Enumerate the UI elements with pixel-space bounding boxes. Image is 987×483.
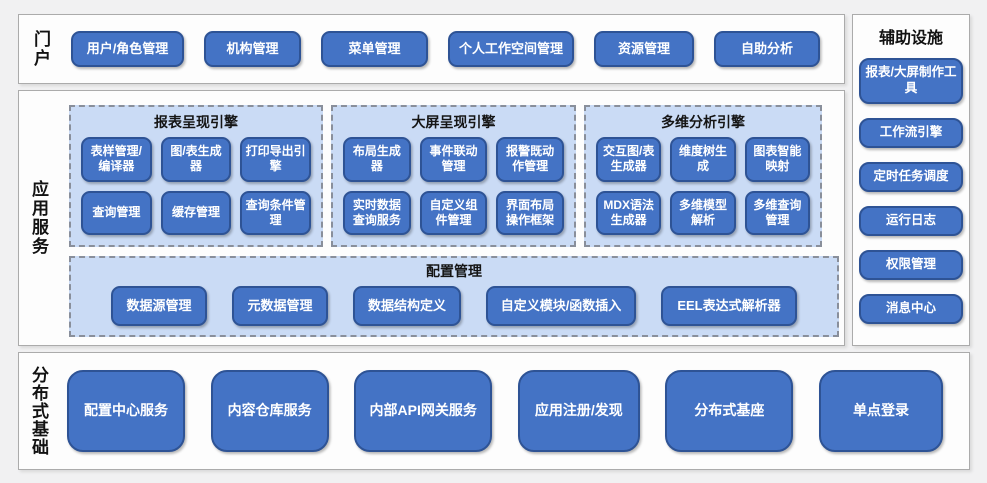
portal-node: 机构管理 — [204, 31, 301, 67]
engine-node: 布局生成器 — [343, 137, 411, 182]
engine-panels: 报表呈现引擎 表样管理/编译器 图/表生成器 打印导出引擎 查询管理 缓存管理 … — [69, 105, 822, 247]
engine-node: 实时数据查询服务 — [343, 190, 411, 235]
portal-node: 用户/角色管理 — [71, 31, 184, 67]
foundation-node: 应用注册/发现 — [517, 370, 640, 452]
engine-node: MDX语法生成器 — [596, 190, 662, 235]
foundation-node-row: 配置中心服务 内容仓库服务 内部API网关服务 应用注册/发现 分布式基座 单点… — [47, 370, 969, 452]
engine-node: 多维查询管理 — [744, 190, 810, 235]
engine-node: 查询管理 — [81, 190, 152, 235]
app-services-section: 应用服务 报表呈现引擎 表样管理/编译器 图/表生成器 打印导出引擎 查询管理 … — [18, 90, 845, 346]
panel-dashboard-engine: 大屏呈现引擎 布局生成器 事件联动管理 报警既动作管理 实时数据查询服务 自定义… — [331, 105, 576, 247]
portal-section: 门户 用户/角色管理 机构管理 菜单管理 个人工作空间管理 资源管理 自助分析 — [18, 14, 845, 84]
portal-node: 菜单管理 — [321, 31, 428, 67]
auxiliary-title: 辅助设施 — [878, 30, 943, 47]
engine-node: 维度树生成 — [670, 137, 736, 182]
portal-node: 资源管理 — [594, 31, 694, 67]
panel-title: 配置管理 — [426, 263, 482, 279]
panel-title: 大屏呈现引擎 — [411, 114, 496, 130]
engine-node: 报警既动作管理 — [496, 137, 564, 182]
engine-node: 表样管理/编译器 — [81, 137, 152, 182]
panel-title: 多维分析引擎 — [661, 114, 745, 130]
auxiliary-node: 运行日志 — [859, 206, 963, 236]
auxiliary-node: 工作流引擎 — [859, 118, 963, 148]
config-node: 数据结构定义 — [353, 286, 461, 326]
panel-title: 报表呈现引擎 — [154, 114, 238, 130]
engine-node: 图表智能映射 — [744, 137, 810, 182]
engine-node: 图/表生成器 — [160, 137, 232, 182]
foundation-node: 分布式基座 — [665, 370, 794, 452]
portal-node-row: 用户/角色管理 机构管理 菜单管理 个人工作空间管理 资源管理 自助分析 — [49, 31, 844, 67]
foundation-node: 内部API网关服务 — [354, 370, 493, 452]
foundation-section: 分布式基础 配置中心服务 内容仓库服务 内部API网关服务 应用注册/发现 分布… — [18, 352, 970, 470]
portal-node: 自助分析 — [714, 31, 820, 67]
config-node: 元数据管理 — [232, 286, 328, 326]
engine-node: 界面布局操作框架 — [496, 190, 564, 235]
panel-report-engine: 报表呈现引擎 表样管理/编译器 图/表生成器 打印导出引擎 查询管理 缓存管理 … — [69, 105, 323, 247]
auxiliary-node: 报表/大屏制作工具 — [859, 58, 963, 104]
engine-node: 缓存管理 — [160, 190, 232, 235]
app-services-label: 应用服务 — [29, 180, 48, 256]
engine-node: 打印导出引擎 — [240, 137, 311, 182]
foundation-node: 内容仓库服务 — [210, 370, 329, 452]
engine-node: 自定义组件管理 — [419, 190, 488, 235]
panel-config-management: 配置管理 数据源管理 元数据管理 数据结构定义 自定义模块/函数插入 EEL表达… — [69, 256, 839, 337]
auxiliary-section: 辅助设施 报表/大屏制作工具 工作流引擎 定时任务调度 运行日志 权限管理 消息… — [852, 14, 970, 346]
auxiliary-node: 定时任务调度 — [859, 162, 963, 192]
engine-node: 多维模型解析 — [670, 190, 736, 235]
foundation-label: 分布式基础 — [29, 366, 48, 456]
engine-node: 查询条件管理 — [240, 190, 311, 235]
engine-node: 交互图/表生成器 — [596, 137, 662, 182]
auxiliary-node: 权限管理 — [859, 250, 963, 280]
config-node: 自定义模块/函数插入 — [486, 286, 636, 326]
foundation-node: 配置中心服务 — [67, 370, 185, 452]
engine-node: 事件联动管理 — [419, 137, 488, 182]
foundation-node: 单点登录 — [818, 370, 943, 452]
portal-node: 个人工作空间管理 — [448, 31, 574, 67]
portal-label: 门户 — [31, 30, 50, 68]
config-node: EEL表达式解析器 — [661, 286, 797, 326]
config-node: 数据源管理 — [111, 286, 207, 326]
panel-olap-engine: 多维分析引擎 交互图/表生成器 维度树生成 图表智能映射 MDX语法生成器 多维… — [584, 105, 822, 247]
auxiliary-node: 消息中心 — [859, 294, 963, 324]
